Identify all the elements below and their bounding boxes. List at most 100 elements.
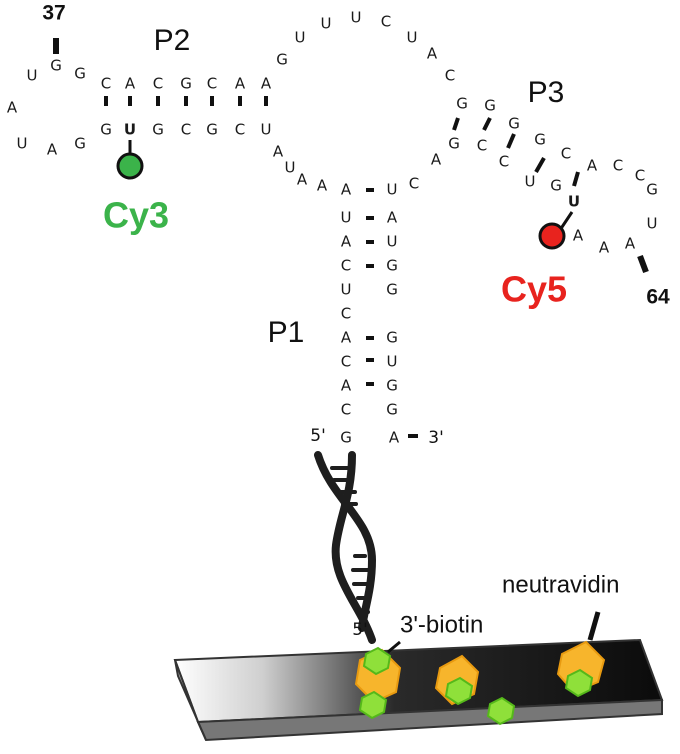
nt-p1-left-4: C: [341, 257, 351, 275]
nt-p3-right-4: C: [561, 145, 571, 163]
nt-p1-left-9: G: [340, 429, 352, 447]
nt-loop-8: C: [445, 67, 455, 85]
five-prime-bottom-label: 5': [352, 620, 368, 640]
nt-p2-bottom-2: U: [124, 121, 136, 139]
nt-p1-right-8: G: [386, 377, 398, 395]
neutravidin-cluster-2: [434, 654, 480, 706]
nt-p3-left-5: U: [525, 173, 536, 191]
nt-p3-left-2: G: [448, 135, 460, 153]
nt-p1-right-3: U: [387, 233, 398, 251]
nt-p3-left-1: G: [456, 95, 468, 113]
nt-p1-left-10: A: [341, 377, 352, 395]
nt-p2-loop-7: G: [74, 135, 86, 153]
nt-j12-4: A: [317, 177, 328, 195]
cy3-label: Cy3: [103, 195, 169, 236]
nt-loop-2: U: [295, 29, 306, 47]
cy5-dye: [538, 222, 566, 250]
nt-p2-top-3: C: [153, 75, 163, 93]
nt-p2-bottom-5: G: [206, 121, 218, 139]
nt-p1-right-7: U: [387, 353, 398, 371]
nt-p3-right-3: G: [534, 131, 546, 149]
cy3-dye: [116, 152, 144, 180]
nt-p1-right-2: A: [387, 209, 398, 227]
cy5-label: Cy5: [501, 269, 567, 310]
pos64-marker: [637, 254, 649, 274]
nt-loop-1: G: [276, 51, 288, 69]
p1-label: P1: [268, 316, 305, 349]
position-64-label: 64: [646, 286, 670, 309]
nt-p3-tail-3: A: [625, 235, 636, 253]
nt-p3-left-4: C: [499, 153, 509, 171]
nt-p1-right-5: G: [386, 281, 398, 299]
nt-p2-bottom-4: C: [181, 121, 191, 139]
nt-p2-top-4: G: [180, 75, 192, 93]
nt-p2-bottom-7: U: [261, 121, 272, 139]
nt-p1-left-7: A: [341, 329, 352, 347]
neutravidin-label: neutravidin: [502, 571, 619, 598]
p2-label: P2: [154, 24, 191, 57]
nt-p1-right-1: U: [387, 181, 398, 199]
nt-j13-2: A: [431, 151, 442, 169]
free-biotin: [486, 696, 516, 726]
nt-p2-top-6: A: [235, 75, 246, 93]
nt-j12-3: A: [297, 171, 308, 189]
nt-loop-3: U: [321, 15, 332, 33]
nt-p1-right-10: A: [389, 429, 400, 447]
nt-p3-right-8: G: [646, 181, 658, 199]
nt-p3-right-6: C: [613, 157, 623, 175]
nt-p2-loop-6: A: [47, 141, 58, 159]
nucleotides: A U A C U C A C G U A U G G G U G G A A …: [7, 9, 658, 447]
nt-p3-tail-2: A: [599, 239, 610, 257]
nt-p3-left-3: C: [477, 137, 487, 155]
nt-j12-2: U: [285, 159, 296, 177]
nt-p1-left-1: A: [341, 181, 352, 199]
nt-j13-1: C: [409, 175, 419, 193]
nt-p3-left-6: G: [550, 177, 562, 195]
nt-p2-bottom-3: G: [152, 121, 164, 139]
nt-p1-right-4: G: [386, 257, 398, 275]
nt-p3-right-2: G: [508, 115, 520, 133]
nt-p2-loop-5: U: [17, 135, 28, 153]
nt-p1-left-11: C: [341, 401, 351, 419]
nt-p2-loop-2: G: [50, 57, 62, 75]
nt-p2-loop-3: U: [27, 67, 38, 85]
surface-slide: [173, 638, 664, 742]
nt-loop-7: A: [427, 45, 438, 63]
nt-p1-left-2: U: [341, 209, 352, 227]
nt-loop-5: C: [381, 13, 391, 31]
nt-loop-4: U: [351, 9, 362, 27]
nt-loop-6: U: [407, 29, 418, 47]
nt-p2-top-2: A: [125, 75, 136, 93]
nt-p1-right-9: G: [386, 401, 398, 419]
p3-label: P3: [528, 76, 565, 109]
nt-p2-top-5: C: [207, 75, 217, 93]
nt-p1-left-5: U: [341, 281, 352, 299]
nt-p3-right-9: U: [647, 215, 658, 233]
nt-p2-bottom-6: C: [235, 121, 245, 139]
position-37-label: 37: [42, 2, 65, 25]
nt-p3-u-cy5: U: [568, 193, 580, 211]
nt-p2-loop-4: A: [7, 99, 18, 117]
neutravidin-cluster-1: [354, 646, 402, 720]
nt-p3-right-7: C: [635, 167, 645, 185]
neutravidin-cluster-3: [556, 640, 606, 698]
biotin-label: 3'-biotin: [400, 611, 483, 638]
nt-p1-left-8: C: [341, 353, 351, 371]
nt-p3-right-5: A: [587, 157, 598, 175]
biotin-pointer: [387, 640, 401, 654]
neutravidin-pointer: [587, 611, 601, 641]
three-prime-top-label: 3': [428, 428, 444, 448]
nt-j12-1: A: [273, 143, 284, 161]
nt-p1-right-6: G: [386, 329, 398, 347]
nt-p2-bottom-1: G: [100, 121, 112, 139]
nt-p2-loop-1: G: [74, 65, 86, 83]
nt-p1-left-6: C: [341, 305, 351, 323]
tether-helix: [314, 451, 377, 644]
five-prime-top-label: 5': [310, 426, 326, 446]
nt-p3-right-1: G: [484, 97, 496, 115]
nt-p2-top-7: A: [261, 75, 272, 93]
nt-p1-left-3: A: [341, 233, 352, 251]
nt-p3-tail-1: A: [573, 227, 584, 245]
nt-p2-top-1: C: [101, 75, 111, 93]
